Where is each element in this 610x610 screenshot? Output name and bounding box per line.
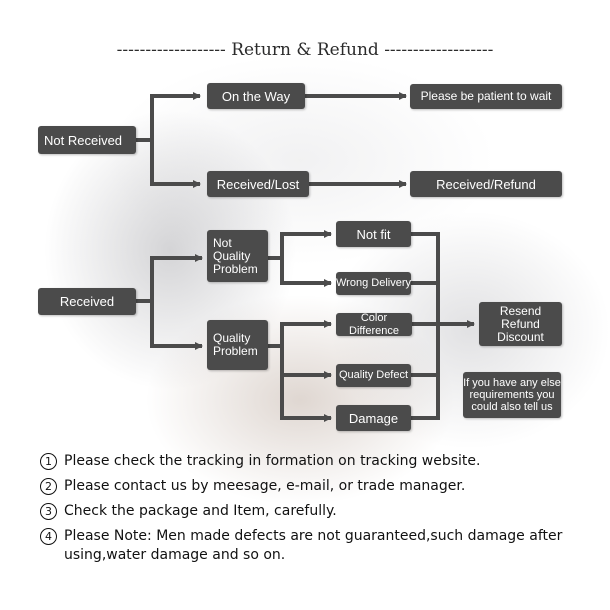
page-title: ------------------- Return & Refund ----… — [116, 40, 494, 60]
instruction-list: 1 Please check the tracking in formation… — [40, 452, 580, 571]
node-on-the-way: On the Way — [207, 83, 305, 109]
node-be-patient: Please be patient to wait — [410, 84, 562, 109]
node-not-quality-problem: Not Quality Problem — [207, 230, 268, 282]
step-number-icon: 1 — [40, 453, 57, 470]
step-number-icon: 4 — [40, 528, 57, 545]
node-resolution: Resend Refund Discount — [479, 302, 562, 346]
instruction-item: 3 Check the package and Item, carefully. — [40, 502, 580, 521]
connector-quality-main — [268, 320, 332, 348]
node-received-refund: Received/Refund — [410, 171, 562, 197]
instruction-text: Check the package and Item, carefully. — [64, 503, 337, 519]
instruction-item: 4 Please Note: Men made defects are not … — [40, 527, 580, 565]
connector-quality-damage — [280, 375, 332, 422]
node-quality-problem: Quality Problem — [207, 320, 268, 370]
connector-received-split — [136, 254, 203, 303]
node-received-lost: Received/Lost — [207, 171, 309, 197]
node-wrong-delivery: Wrong Delivery — [336, 272, 411, 295]
instruction-text: Please Note: Men made defects are not gu… — [64, 528, 563, 563]
connector-not-received-split — [136, 94, 200, 184]
node-color-difference: Color Difference — [336, 312, 412, 337]
node-received: Received — [38, 288, 136, 315]
node-quality-defect: Quality Defect — [336, 364, 411, 387]
node-contact-note: If you have any else requirements you co… — [463, 372, 561, 418]
connector-quality-defect — [280, 346, 332, 379]
instruction-item: 2 Please contact us by meesage, e-mail, … — [40, 477, 580, 496]
node-not-fit: Not fit — [336, 221, 411, 247]
node-not-received: Not Received — [38, 126, 136, 154]
step-number-icon: 3 — [40, 503, 57, 520]
node-damage: Damage — [336, 405, 411, 431]
connector-not-quality-bottom — [280, 258, 332, 287]
connector-received-split-low — [150, 301, 203, 350]
step-number-icon: 2 — [40, 478, 57, 495]
instruction-text: Please check the tracking in formation o… — [64, 453, 481, 469]
instruction-item: 1 Please check the tracking in formation… — [40, 452, 580, 471]
instruction-text: Please contact us by meesage, e-mail, or… — [64, 478, 466, 494]
connector-not-quality-top — [268, 230, 332, 260]
